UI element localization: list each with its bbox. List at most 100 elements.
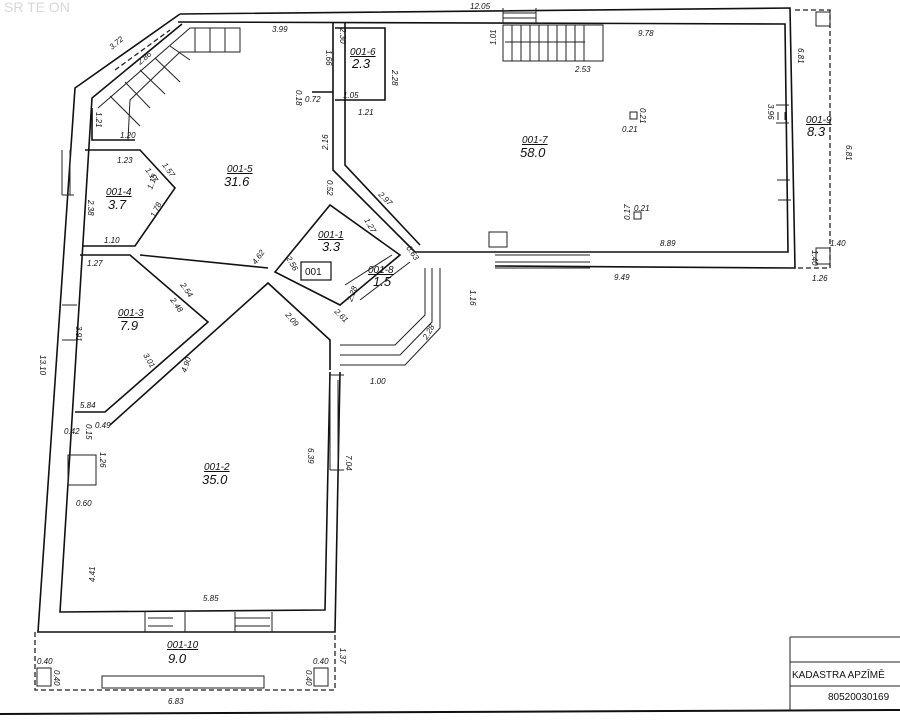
dimension-label: 3.72 xyxy=(108,34,126,51)
dimension-label: 1.05 xyxy=(343,91,359,100)
dimension-label: 1.57 xyxy=(160,161,177,179)
dimension-label: 6.39 xyxy=(306,448,315,464)
faint-scan-text: SR TE ON xyxy=(4,0,70,15)
dimension-label: 12.05 xyxy=(470,2,491,11)
room-area: 9.0 xyxy=(168,651,187,666)
dimension-label: 0.40 xyxy=(304,670,313,686)
room-id: 001-8 xyxy=(368,265,394,276)
dimension-label: 0.49 xyxy=(95,421,111,430)
terrace-001-10 xyxy=(34,632,336,691)
dimension-label: 2.54 xyxy=(178,280,195,299)
dimension-label: 0.40 xyxy=(52,670,61,686)
dimension-label: 3.99 xyxy=(272,25,288,34)
dimension-label: 7.04 xyxy=(344,455,353,471)
dimension-label: 2.86 xyxy=(135,49,154,67)
dimension-label: 1.78 xyxy=(149,200,164,218)
dimension-label: 1.27 xyxy=(87,259,103,268)
room-area: 31.6 xyxy=(224,174,250,189)
dimension-label: 4.62 xyxy=(250,248,267,266)
title-block: KADASTRA APZĪMĒ 80520030169 xyxy=(0,636,900,715)
dimension-label: 2.28 xyxy=(420,323,436,342)
room-id: 001-7 xyxy=(522,135,548,146)
dimension-label: 0.40 xyxy=(313,657,329,666)
room-id: 001-3 xyxy=(118,308,144,319)
dimension-label: 2.97 xyxy=(376,189,394,207)
room-area: 58.0 xyxy=(520,145,546,160)
dimension-label: 2.61 xyxy=(332,306,350,324)
unit-label: 001 xyxy=(305,267,322,278)
dimension-label: 0.42 xyxy=(64,427,80,436)
dimension-label: 1.40 xyxy=(810,250,819,266)
dimension-label: 0.17 xyxy=(623,204,632,220)
room-area: 35.0 xyxy=(202,472,228,487)
dimension-label: 0.21 xyxy=(622,125,638,134)
room-id: 001-5 xyxy=(227,164,253,175)
dimension-label: 2.56 xyxy=(284,254,300,273)
dimension-label: 2.53 xyxy=(574,65,591,74)
dimension-label: 0.18 xyxy=(294,90,303,106)
entrance-steps xyxy=(340,254,590,366)
dimension-label: 6.83 xyxy=(168,697,184,706)
dimension-label: 1.10 xyxy=(104,236,120,245)
dimension-label: 2.09 xyxy=(283,310,301,329)
dimension-label: 1.66 xyxy=(324,50,333,66)
dimension-label: 0.40 xyxy=(37,657,53,666)
room-id: 001-1 xyxy=(318,230,344,241)
outer-walls xyxy=(37,7,796,633)
cadastral-label: KADASTRA APZĪMĒ xyxy=(792,669,885,681)
room-labels: 001-1 3.3 001-2 35.0 001-3 7.9 001-4 3.7… xyxy=(106,47,832,666)
dimension-label: 0.72 xyxy=(305,95,321,104)
dimension-label: 6.81 xyxy=(844,145,853,161)
dimension-label: 2.28 xyxy=(390,69,399,86)
room-area: 3.7 xyxy=(108,197,127,212)
dimension-label: 2.38 xyxy=(86,199,95,216)
dimension-label: 0.21 xyxy=(634,204,650,213)
dimension-label: 3.96 xyxy=(766,104,775,120)
bottom-openings xyxy=(61,150,344,632)
dimension-label: 4.41 xyxy=(88,566,97,582)
dimension-label: 3.01 xyxy=(141,352,157,370)
dimension-label: 1.27 xyxy=(362,217,378,235)
dimension-label: 1.21 xyxy=(358,108,374,117)
dimension-label: 1.26 xyxy=(98,452,107,468)
dimension-label: 1.26 xyxy=(812,274,828,283)
dimension-label: 1.40 xyxy=(830,239,846,248)
dimension-label: 1.01 xyxy=(489,29,498,45)
dimension-label: 2.30 xyxy=(338,27,347,44)
cadastral-number: 80520030169 xyxy=(828,692,890,703)
room-001-9-strip xyxy=(776,9,831,269)
dimension-label: 0.21 xyxy=(638,108,647,124)
room-area: 7.9 xyxy=(120,318,138,333)
dimension-label: 1.20 xyxy=(120,131,136,140)
room-area: 2.3 xyxy=(351,56,371,71)
dimension-label: 0.63 xyxy=(404,244,421,262)
room-area: 8.3 xyxy=(807,124,826,139)
dimension-label: 9.49 xyxy=(614,273,630,282)
dimension-label: 4.90 xyxy=(179,355,193,373)
room-area: 1.5 xyxy=(373,274,392,289)
room-id: 001-9 xyxy=(806,115,832,126)
dimension-label: 6.81 xyxy=(796,48,805,64)
dimension-label: 1.00 xyxy=(370,377,386,386)
dimension-label: 1.16 xyxy=(468,290,477,306)
staircase-001-7 xyxy=(488,8,642,248)
dimension-label: 1.23 xyxy=(117,156,133,165)
dimension-label: 2.48 xyxy=(168,295,185,314)
dimension-labels: 3.99 1.66 2.30 2.28 1.05 1.21 0.72 0.18 … xyxy=(37,2,853,706)
dimension-label: 5.84 xyxy=(80,401,96,410)
dimension-label: 0.15 xyxy=(84,424,93,440)
dimension-label: 5.85 xyxy=(203,594,219,603)
dimension-label: 13.10 xyxy=(38,355,47,376)
dimension-label: 9.78 xyxy=(638,29,654,38)
room-id: 001-10 xyxy=(167,640,199,651)
dimension-label: 2.28 xyxy=(345,284,359,303)
room-id: 001-6 xyxy=(350,47,376,58)
dimension-label: 0.52 xyxy=(325,180,334,196)
dimension-label: 0.60 xyxy=(76,499,92,508)
staircase-upper-left xyxy=(91,27,241,141)
dimension-label: 1.37 xyxy=(338,648,347,664)
inner-walls xyxy=(75,22,421,426)
room-id: 001-2 xyxy=(204,462,230,473)
dimension-label: 3.91 xyxy=(74,326,83,342)
